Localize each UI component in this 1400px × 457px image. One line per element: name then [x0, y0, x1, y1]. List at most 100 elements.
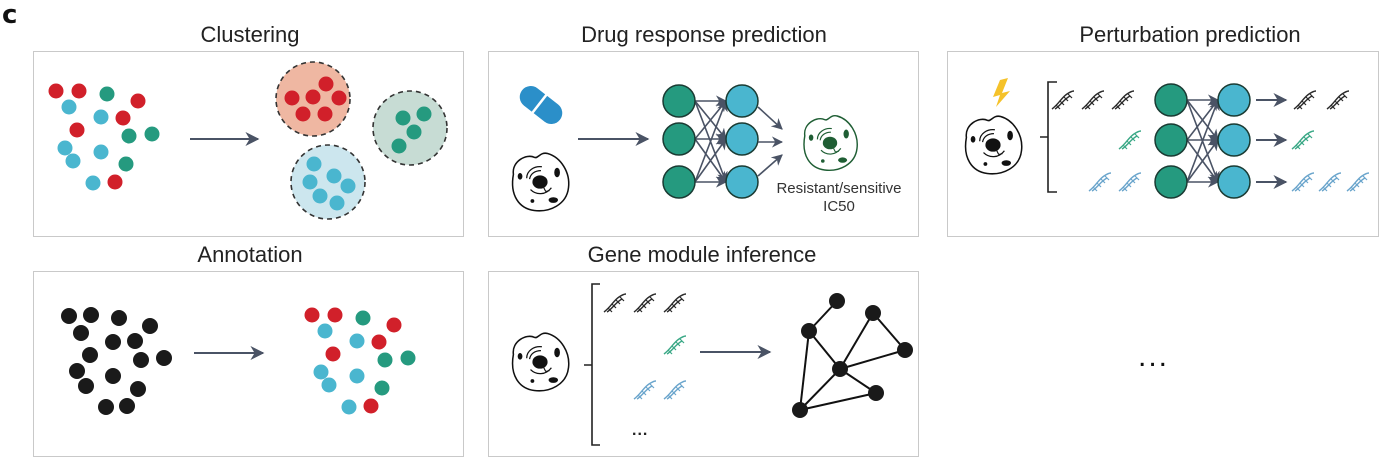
cluster-input-cell: [130, 93, 146, 109]
annotation-input-cell: [130, 381, 146, 397]
gene-bracket: [1040, 81, 1057, 193]
title-gene-module: Gene module inference: [587, 242, 817, 267]
cluster-red-cell: [284, 90, 300, 106]
cluster-red-cell: [305, 89, 321, 105]
cluster-input-cell: [61, 99, 77, 115]
nn-node-hidden: [725, 165, 759, 199]
dna-icon: [1318, 172, 1342, 192]
network-node: [792, 402, 808, 418]
pill-body: [519, 85, 563, 125]
network-edge: [808, 330, 841, 370]
cluster-cyan-cell: [326, 168, 342, 184]
title-drug-response: Drug response prediction: [581, 22, 827, 47]
network-node: [832, 361, 848, 377]
output-cell-icon: [803, 114, 858, 171]
annotation-input-cell: [119, 398, 135, 414]
dna-icon: [1291, 130, 1315, 150]
cluster-cyan-cell: [312, 188, 328, 204]
cluster-green-cell: [406, 124, 422, 140]
cluster-cyan-cell: [302, 174, 318, 190]
cell-icon: [511, 332, 570, 392]
annotation-output-cell: [349, 333, 365, 349]
annotation-input-cell: [61, 308, 77, 324]
cluster-red-cell: [295, 106, 311, 122]
annotation-output-cell: [313, 364, 329, 380]
lightning-icon: [993, 78, 1010, 107]
annotation-output-cell: [355, 310, 371, 326]
annotation-input-cell: [105, 334, 121, 350]
network-node: [897, 342, 913, 358]
dna-icon: [663, 335, 687, 355]
dna-icon: [1293, 90, 1317, 110]
cluster-green-cell: [416, 106, 432, 122]
annotation-output-cell: [349, 368, 365, 384]
dna-icon: [1346, 172, 1370, 192]
cluster-red-cell: [318, 76, 334, 92]
annotation-output-cell: [321, 377, 337, 393]
cluster-input-cell: [93, 109, 109, 125]
network-edge: [799, 368, 841, 411]
network-node: [868, 385, 884, 401]
dna-icon: [1081, 90, 1105, 110]
nn-node-input: [662, 84, 696, 118]
nn-out-edge: [757, 106, 783, 130]
annotation-output-cell: [371, 334, 387, 350]
nn-node-hidden: [1217, 165, 1251, 199]
cluster-input-cell: [144, 126, 160, 142]
drug-output-label-line1: Resistant/sensitive: [776, 180, 902, 197]
annotation-output-cell: [325, 346, 341, 362]
title-clustering: Clustering: [200, 22, 300, 47]
annotation-input-cell: [105, 368, 121, 384]
cluster-cyan-cell: [329, 195, 345, 211]
annotation-output-cell: [341, 399, 357, 415]
dna-icon: [1111, 90, 1135, 110]
annotation-input-cell: [111, 310, 127, 326]
perturbed-cell-icon: [964, 115, 1023, 175]
annotation-input-cell: [83, 307, 99, 323]
pill-divider: [531, 93, 548, 114]
nn-edge: [694, 99, 728, 183]
gene-list-more: ...: [632, 422, 649, 439]
pill-icon: [519, 85, 563, 125]
cluster-input-cell: [65, 153, 81, 169]
dna-icon: [1088, 172, 1112, 192]
cluster-input-cell: [71, 83, 87, 99]
drug-output-label-line2: IC50: [823, 198, 855, 215]
cluster-input-cell: [121, 128, 137, 144]
annotation-input-cell: [133, 352, 149, 368]
annotation-input-cell: [156, 350, 172, 366]
cluster-red-cell: [331, 90, 347, 106]
cluster-input-cell: [107, 174, 123, 190]
cluster-green-cell: [395, 110, 411, 126]
annotation-input-cell: [69, 363, 85, 379]
nn-node-hidden: [1217, 83, 1251, 117]
network-edge: [799, 392, 877, 411]
cluster-red-cell: [317, 106, 333, 122]
dna-icon: [1118, 130, 1142, 150]
annotation-output-cell: [304, 307, 320, 323]
annotation-output-cell: [400, 350, 416, 366]
annotation-input-cell: [73, 325, 89, 341]
network-edge: [839, 349, 906, 370]
nn-node-hidden: [725, 84, 759, 118]
nn-node-input: [662, 122, 696, 156]
network-edge: [799, 330, 810, 411]
cluster-cyan-cell: [340, 178, 356, 194]
nn-edge: [1186, 139, 1219, 183]
cluster-input-cell: [115, 110, 131, 126]
nn-edge: [694, 138, 727, 183]
nn-node-input: [1154, 165, 1188, 199]
annotation-input-cell: [98, 399, 114, 415]
dna-icon: [1118, 172, 1142, 192]
more-tasks-ellipsis: ...: [1138, 340, 1170, 373]
dna-icon: [633, 293, 657, 313]
annotation-output-cell: [386, 317, 402, 333]
network-edge: [872, 312, 906, 351]
annotation-output-cell: [327, 307, 343, 323]
cell-icon: [511, 152, 570, 212]
annotation-output-cell: [317, 323, 333, 339]
drug-output-label: Resistant/sensitive IC50: [755, 180, 923, 216]
annotation-input-cell: [78, 378, 94, 394]
dna-icon: [663, 380, 687, 400]
